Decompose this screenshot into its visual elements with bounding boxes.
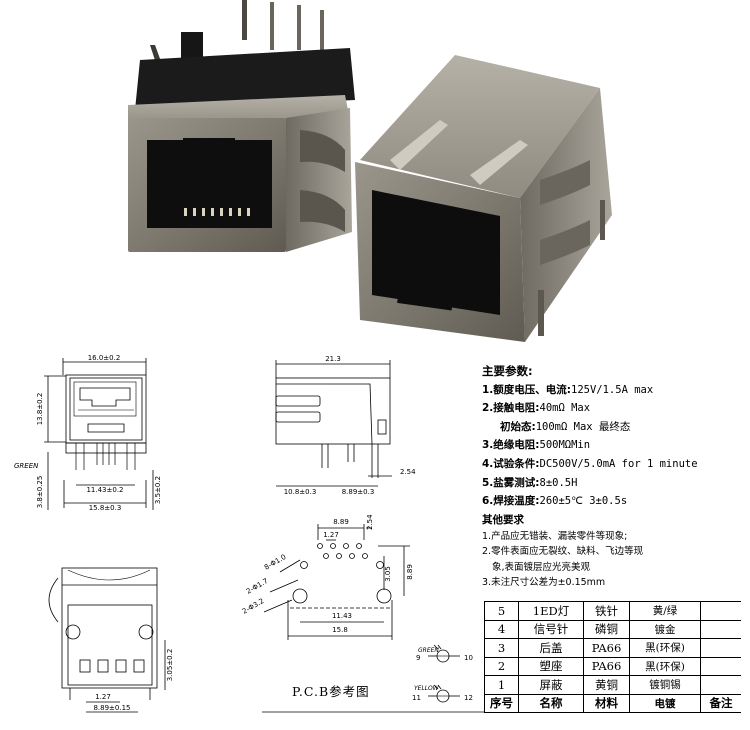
bom-cell: 磷铜 <box>583 619 630 639</box>
bom-cell: 2 <box>484 656 519 676</box>
technical-drawings: 16.0±0.2 13.8±0.2 GREEN 3.8±0.25 11.43±0… <box>14 354 484 713</box>
bom-cell: 后盖 <box>518 638 584 658</box>
bom-header-cell: 名称 <box>518 693 584 713</box>
bom-cell: 5 <box>484 601 519 621</box>
bom-cell <box>700 638 741 658</box>
bom-cell <box>700 656 741 676</box>
table-header-row: 序号 名称 材料 电镀 备注 <box>484 693 741 713</box>
param-row: 6.焊接温度:260±5℃ 3±0.5s <box>482 495 628 508</box>
bom-cell: 1 <box>484 675 519 695</box>
dim-pin-height: 3.5±0.2 <box>154 476 162 504</box>
bom-cell: PA66 <box>583 656 630 676</box>
bom-cell <box>700 675 741 695</box>
connector-front-photo <box>128 0 355 252</box>
dim-front-height: 13.8±0.2 <box>36 393 44 426</box>
bom-cell: 塑座 <box>518 656 584 676</box>
pcb-reference-drawing <box>263 524 410 640</box>
param-row: 2.接触电阻:40mΩ Max <box>482 402 591 415</box>
bom-cell <box>700 601 741 621</box>
dim-pin-span: 11.43±0.2 <box>86 486 123 494</box>
led-green-label: GREEN <box>418 647 439 654</box>
main-parameters: 主要参数: 1.额度电压、电流:125V/1.5A max 2.接触电阻:40m… <box>482 362 747 511</box>
product-photo <box>128 0 612 342</box>
dim-side-length: 21.3 <box>325 355 341 363</box>
param-row: 5.盐雾测试:8±0.5H <box>482 476 578 489</box>
led-yellow-label: YELLOW <box>414 685 440 692</box>
bom-cell: 铁针 <box>583 601 630 621</box>
connector-angled-photo <box>355 55 612 342</box>
dim-side-pin-len: 2.54 <box>400 468 416 476</box>
bom-cell: 3 <box>484 638 519 658</box>
side-view-drawing <box>275 360 392 487</box>
req-row: 2.零件表面应无裂纹、缺料、飞边等现 <box>482 546 644 558</box>
dim-side-pin-pos: 10.8±0.3 <box>284 488 317 496</box>
params-title: 主要参数: <box>482 364 533 378</box>
led-green-left: 9 <box>416 654 420 662</box>
reqs-title: 其他要求 <box>482 514 524 526</box>
dim-bottom-pin-span: 8.89±0.15 <box>93 704 130 712</box>
bom-cell: 屏蔽 <box>518 675 584 695</box>
other-requirements: 其他要求 1.产品应无错装、漏装零件等现象; 2.零件表面应无裂纹、缺料、飞边等… <box>482 513 747 591</box>
pcb-center-span: 11.43 <box>332 612 352 620</box>
table-row: 1 屏蔽 黄铜 镀铜锡 <box>484 675 741 695</box>
pcb-reference-title: P.C.B参考图 <box>292 684 370 699</box>
pcb-pitch-v: 2.54 <box>366 514 374 530</box>
pcb-hole3: 2-Φ3.2 <box>241 597 265 616</box>
bom-cell: 4 <box>484 619 519 639</box>
dim-bottom-pin-spacing: 1.27 <box>95 693 111 701</box>
dim-total-width: 15.8±0.3 <box>89 504 122 512</box>
table-row: 3 后盖 PA66 黑(环保) <box>484 638 741 658</box>
pcb-row-total: 8.89 <box>406 564 414 580</box>
bom-cell: 信号针 <box>518 619 584 639</box>
param-row: 3.绝缘电阻:500MΩMin <box>482 439 591 452</box>
pcb-total-span: 15.8 <box>332 626 348 634</box>
dim-bottom-offset: 3.8±0.25 <box>36 476 44 509</box>
bom-header-cell: 备注 <box>700 693 741 713</box>
front-view-drawing <box>44 358 154 510</box>
pcb-hole1: 8-Φ1.0 <box>263 553 287 572</box>
pcb-top-span: 8.89 <box>333 518 349 526</box>
table-row: 4 信号针 磷铜 镀金 <box>484 619 741 639</box>
dim-bottom-height: 3.05±0.2 <box>166 649 174 682</box>
bom-header-cell: 序号 <box>484 693 519 713</box>
rear-view-drawing <box>48 567 166 713</box>
bom-cell: 黑(环保) <box>629 638 701 658</box>
bom-cell: 黄/绿 <box>629 601 701 621</box>
pcb-row-offset: 3.05 <box>384 566 392 582</box>
param-row: 1.额度电压、电流:125V/1.5A max <box>482 383 654 396</box>
dim-front-width: 16.0±0.2 <box>88 354 121 362</box>
pcb-pitch: 1.27 <box>323 531 339 539</box>
req-row: 象,表面镀层应光亮美观 <box>492 561 591 573</box>
bom-cell: 1ED灯 <box>518 601 584 621</box>
table-row: 2 塑座 PA66 黑(环保) <box>484 656 741 676</box>
param-row: 4.试验条件:DC500V/5.0mA for 1 minute <box>482 457 698 470</box>
bom-cell <box>700 619 741 639</box>
bom-header-cell: 材料 <box>583 693 630 713</box>
led-yellow-left: 11 <box>412 694 421 702</box>
bom-cell: 黑(环保) <box>629 656 701 676</box>
bom-header-cell: 电镀 <box>629 693 701 713</box>
dim-side-pin-pitch: 8.89±0.3 <box>342 488 375 496</box>
led-green-right: 10 <box>464 654 473 662</box>
bom-cell: 黄铜 <box>583 675 630 695</box>
pcb-hole2: 2-Φ1.7 <box>245 577 269 596</box>
bom-cell: PA66 <box>583 638 630 658</box>
bom-cell: 镀金 <box>629 619 701 639</box>
bom-table: 5 1ED灯 铁针 黄/绿 4 信号针 磷铜 镀金 3 后盖 PA66 黑(环保… <box>484 601 741 713</box>
bom-cell: 镀铜锡 <box>629 675 701 695</box>
led-yellow-right: 12 <box>464 694 473 702</box>
led-symbols <box>428 644 460 703</box>
req-row: 1.产品应无错装、漏装零件等现象; <box>482 530 628 542</box>
label-green: GREEN <box>14 462 39 470</box>
param-row: 初始态:100mΩ Max 最终态 <box>500 420 631 433</box>
table-row: 5 1ED灯 铁针 黄/绿 <box>484 601 741 621</box>
req-row: 3.未注尺寸公差为±0.15mm <box>482 577 606 589</box>
